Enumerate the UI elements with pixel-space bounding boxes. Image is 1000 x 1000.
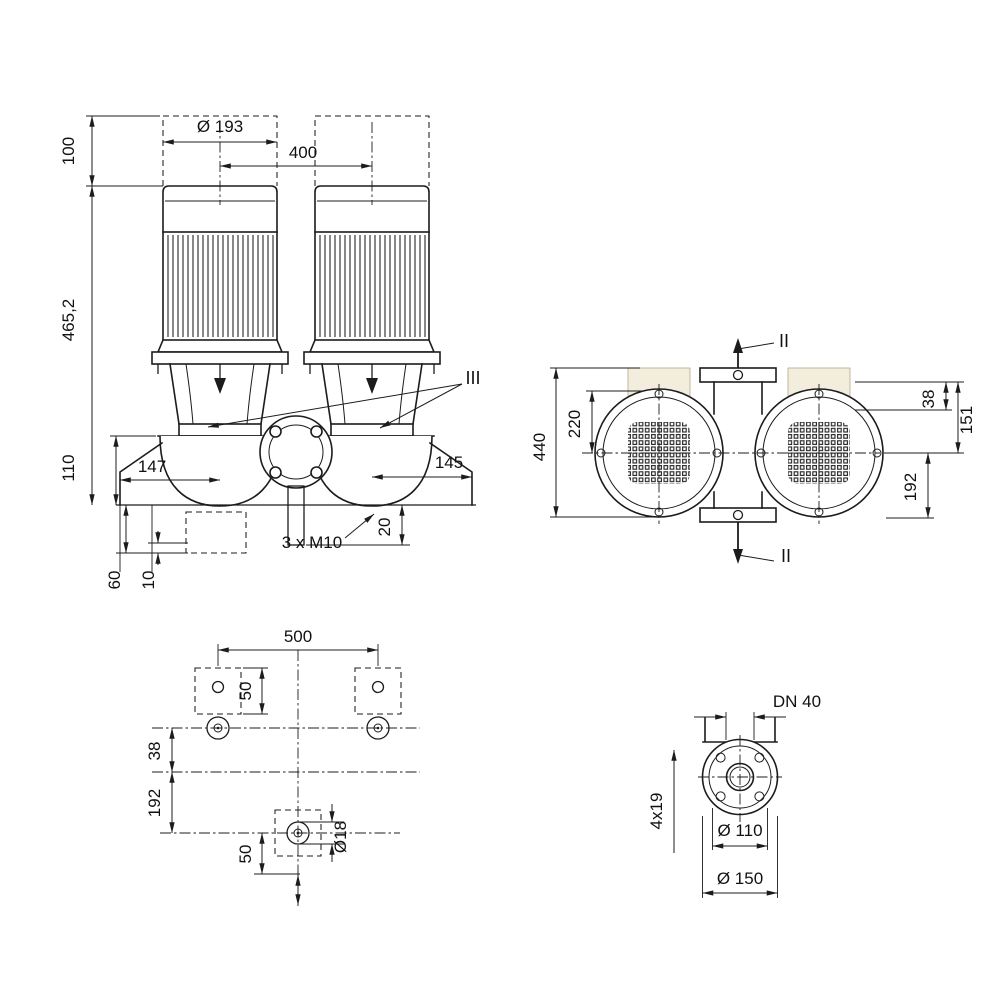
dim-label-465-2: 465,2: [59, 299, 78, 342]
dim-label-10: 10: [139, 571, 158, 590]
anchor-holes: [206, 716, 390, 845]
flange-bolt-hole: [310, 425, 323, 438]
small-hole-left: [211, 680, 225, 694]
dim-label-38-base: 38: [145, 742, 164, 761]
dim-label-50-bottom: 50: [236, 845, 255, 864]
motor-right: [303, 185, 441, 437]
dim-label-100: 100: [59, 137, 78, 165]
note-label-3xm10: 3 x M10: [282, 533, 342, 552]
dim-label-38-side: 38: [919, 390, 938, 409]
foundation-plan: 500 50 38 192 50 Ø18: [145, 627, 420, 906]
dim-label-400: 400: [289, 143, 317, 162]
center-port-flange: [259, 415, 333, 489]
dim-label-outer-dia: Ø 150: [717, 869, 763, 888]
drain-plug-left: [214, 378, 226, 394]
dim-label-110: 110: [59, 454, 78, 481]
foundation-dimensions: 50 38 192 50 Ø18: [145, 667, 350, 906]
dim-label-147: 147: [138, 457, 166, 476]
foot-plate-left: [194, 667, 242, 715]
drain-plug-right: [366, 378, 378, 394]
side-dimensions: 440 220 38 151 192 II II: [530, 331, 976, 566]
front-view: Ø 193 400 100 465,2 110 147 145 III 60 1…: [59, 115, 481, 590]
suction-flange-bottom: [699, 491, 777, 523]
dim-label-192-base: 192: [145, 789, 164, 817]
small-hole-right: [371, 680, 385, 694]
section-arrow-top: [733, 338, 775, 368]
dim-label-4x19: 4x19: [647, 793, 666, 830]
dim-label-151: 151: [957, 406, 976, 434]
dim-label-50-top: 50: [236, 682, 255, 701]
dim-label-60: 60: [105, 571, 124, 590]
section-label-ii-top: II: [779, 331, 789, 351]
section-label-ii-bottom: II: [781, 546, 791, 566]
clearance-box-right: [314, 115, 430, 186]
front-dimensions: Ø 193 400 100 465,2 110 147 145 III 60 1…: [59, 115, 481, 590]
dim-label-440: 440: [530, 433, 549, 461]
dim-label-hole-dia: Ø18: [331, 821, 350, 853]
dim-label-500: 500: [284, 627, 312, 646]
side-view: 440 220 38 151 192 II II: [530, 331, 976, 566]
dim-label-20: 20: [375, 518, 394, 537]
foot-plate-right: [354, 667, 402, 715]
dim-label-145: 145: [435, 453, 463, 472]
section-label-iii: III: [465, 368, 480, 388]
foot-plate-bottom: [274, 809, 322, 857]
section-arrow-bottom: [733, 522, 775, 564]
flange-bolt-hole: [269, 466, 282, 479]
foundation-box: [185, 511, 247, 554]
discharge-flange-top: [699, 367, 777, 415]
pump-housing-front: [116, 415, 476, 572]
dim-label-motor-dia: Ø 193: [197, 117, 243, 136]
dim-label-220: 220: [565, 410, 584, 438]
dim-label-dn40: DN 40: [773, 692, 821, 711]
flange-bolt-hole: [269, 425, 282, 438]
clearance-box-left: [162, 115, 278, 186]
motor-left: [151, 185, 289, 437]
dim-label-192-side: 192: [901, 473, 920, 501]
flange-detail-view: DN 40 4x19 Ø 110 Ø 150: [647, 692, 821, 898]
dim-label-bolt-circle: Ø 110: [717, 821, 762, 840]
flange-bolt-hole: [310, 466, 323, 479]
flange-bolt-holes: [715, 752, 765, 802]
